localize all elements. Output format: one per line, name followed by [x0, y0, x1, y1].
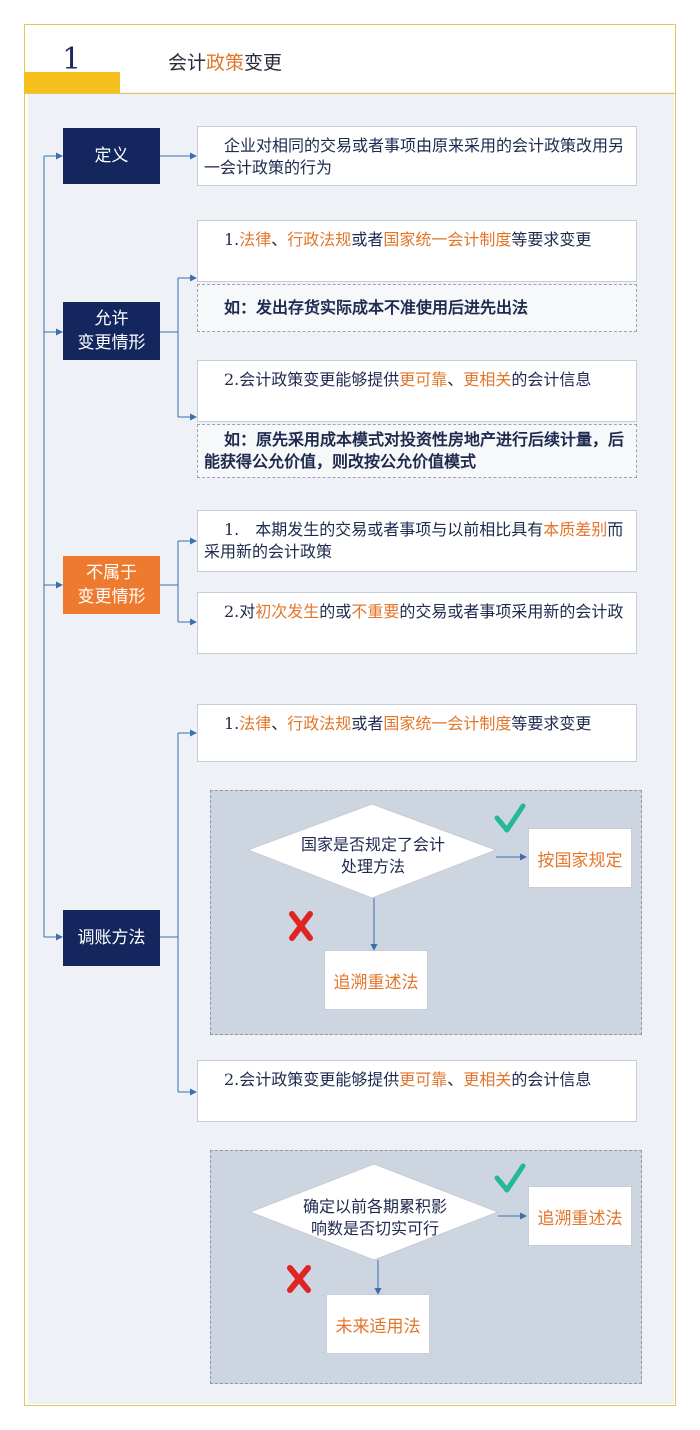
section-number: 1 — [62, 42, 82, 77]
result-national-rule: 按国家规定 — [528, 828, 632, 888]
allowed-item-2: 2.会计政策变更能够提供更可靠、更相关的会计信息 — [197, 360, 637, 422]
allowed-example-1: 如：发出存货实际成本不准使用后进先出法 — [197, 284, 637, 332]
node-allowed-change: 允许变更情形 — [63, 302, 160, 360]
cross-icon — [289, 911, 313, 941]
decision-question-2: 确定以前各期累积影 响数是否切实可行 — [302, 1197, 447, 1238]
check-icon — [494, 1163, 526, 1193]
page-title: 会计政策变更 — [168, 52, 283, 74]
not-change-item-1: 1. 本期发生的交易或者事项与以前相比具有本质差别而采用新的会计政策 — [197, 510, 637, 572]
result-prospective: 未来适用法 — [326, 1294, 430, 1354]
cross-icon — [287, 1265, 311, 1293]
method-item-2: 2.会计政策变更能够提供更可靠、更相关的会计信息 — [197, 1060, 637, 1122]
check-icon — [494, 803, 526, 833]
node-not-change: 不属于变更情形 — [63, 556, 160, 614]
decision-question-1: 国家是否规定了会计 处理方法 — [300, 835, 445, 876]
not-change-item-2: 2.对初次发生的或不重要的交易或者事项采用新的会计政 — [197, 592, 637, 654]
node-definition: 定义 — [63, 128, 160, 184]
allowed-example-2: 如：原先采用成本模式对投资性房地产进行后续计量，后能获得公允价值，则改按公允价值… — [197, 424, 637, 478]
node-adjust-method: 调账方法 — [63, 910, 160, 966]
header-divider — [24, 93, 676, 94]
result-retrospective-2: 追溯重述法 — [528, 1186, 632, 1246]
header-accent-bar — [24, 72, 120, 94]
result-retrospective-1: 追溯重述法 — [324, 950, 428, 1010]
method-item-1: 1.法律、行政法规或者国家统一会计制度等要求变更 — [197, 704, 637, 762]
allowed-item-1: 1.法律、行政法规或者国家统一会计制度等要求变更 — [197, 220, 637, 282]
definition-box: 企业对相同的交易或者事项由原来采用的会计政策改用另一会计政策的行为 — [197, 126, 637, 186]
